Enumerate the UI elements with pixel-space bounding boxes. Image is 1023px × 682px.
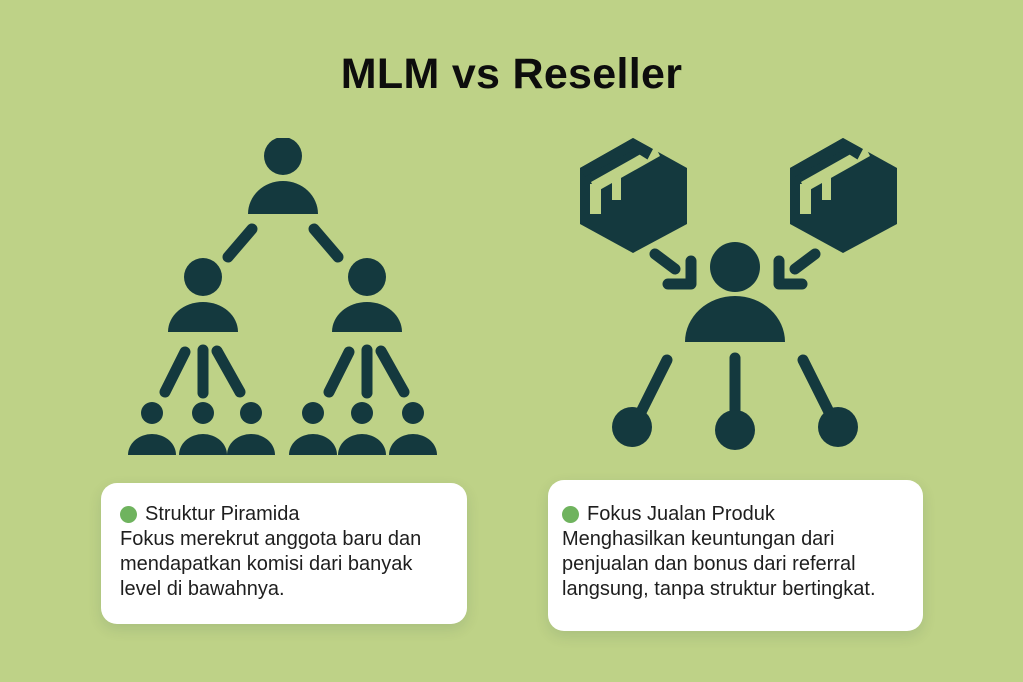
card-heading-row: Struktur Piramida: [120, 502, 448, 527]
package-box-icon: [790, 138, 897, 253]
reseller-card: Fokus Jualan Produk Menghasilkan keuntun…: [548, 480, 923, 631]
reseller-flow-svg: [580, 138, 897, 450]
customer-dot-icon: [612, 407, 858, 450]
mlm-card: Struktur Piramida Fokus merekrut anggota…: [101, 483, 467, 624]
person-icon: [128, 402, 437, 455]
page-title: MLM vs Reseller: [340, 50, 683, 98]
card-body: Fokus merekrut anggota baru dan mendapat…: [120, 528, 422, 600]
connector-lines: [159, 344, 410, 399]
person-icon: [168, 258, 238, 332]
green-dot-icon: [120, 506, 137, 523]
connector-lines: [632, 352, 838, 424]
arrow-icon: [649, 248, 697, 290]
green-dot-icon: [562, 506, 579, 523]
package-box-icon: [580, 138, 687, 253]
connector-lines: [222, 223, 344, 263]
mlm-pyramid-people-icon: [123, 138, 453, 463]
card-body: Menghasilkan keuntungan dari penjualan d…: [562, 528, 876, 600]
card-heading: Fokus Jualan Produk: [587, 503, 775, 525]
card-heading: Struktur Piramida: [145, 503, 300, 525]
mlm-pyramid-svg: [128, 138, 437, 455]
product-boxes-reseller-distribution-icon: [575, 138, 900, 463]
person-icon: [248, 138, 318, 214]
card-heading-row: Fokus Jualan Produk: [562, 502, 909, 527]
arrow-icon: [773, 248, 821, 290]
person-icon: [332, 258, 402, 332]
person-icon: [685, 242, 785, 342]
